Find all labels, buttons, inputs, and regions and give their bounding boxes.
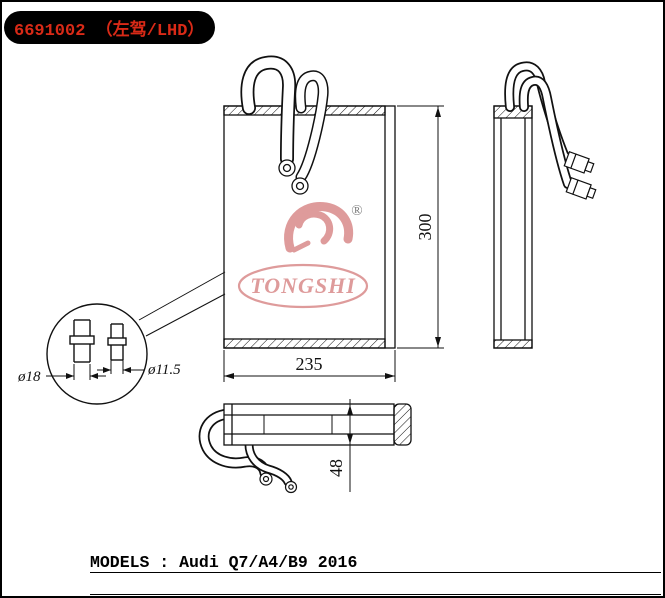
logo-ellipse <box>237 263 369 309</box>
spec-block: MODELS : Audi Q7/A4/B9 2016 CORE SIZE : … <box>90 504 358 596</box>
dim-label-width: 235 <box>296 354 323 374</box>
side-view-pipes <box>504 61 597 200</box>
logo-text: TONGSHI <box>250 273 356 298</box>
dim-label-pipe-small: ø11.5 <box>147 362 181 378</box>
detail-circle <box>46 271 226 405</box>
detail-pipe-small <box>107 323 127 361</box>
detail-pipe-large <box>69 319 95 363</box>
part-number-banner: 6691002 （左驾/LHD） <box>4 11 215 44</box>
tongshi-swirl-icon <box>284 202 354 253</box>
bottom-view-pipes <box>198 408 298 494</box>
divider-line-bottom <box>90 594 661 595</box>
side-pipe-connector-2 <box>565 176 597 200</box>
dim-label-height: 300 <box>415 214 435 241</box>
divider-line-top <box>90 572 661 573</box>
tongshi-watermark: ® TONGSHI <box>237 202 369 309</box>
side-pipe-connector-1 <box>563 150 595 174</box>
front-view-pipes <box>240 55 329 195</box>
registered-mark: ® <box>351 203 362 219</box>
dim-label-pipe-large: ø18 <box>17 369 41 385</box>
dimension-annotations <box>46 105 444 492</box>
bottom-view <box>223 403 412 446</box>
side-view <box>493 105 533 349</box>
bottom-pipe-fittings <box>259 472 298 494</box>
part-number-text: 6691002 （左驾/LHD） <box>14 21 205 41</box>
pipe-fittings <box>278 159 309 195</box>
dim-label-depth: 48 <box>326 459 346 477</box>
spec-models: MODELS : Audi Q7/A4/B9 2016 <box>90 553 358 572</box>
